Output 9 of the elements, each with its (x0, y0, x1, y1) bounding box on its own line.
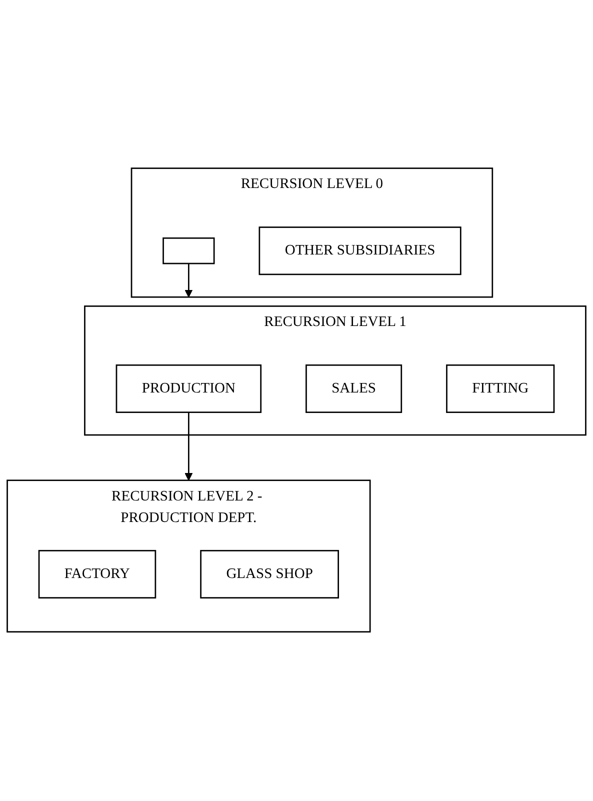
arrow (184, 264, 193, 298)
node-box: OTHER SUBSIDIARIES (258, 227, 462, 276)
node-box: SALES (306, 364, 402, 414)
node-box: FACTORY (38, 550, 156, 599)
node-box: GLASS SHOP (200, 550, 339, 599)
node-box: FITTING (446, 364, 555, 414)
node-box (162, 238, 215, 265)
arrow (184, 412, 193, 482)
node-box: PRODUCTION (116, 364, 262, 414)
